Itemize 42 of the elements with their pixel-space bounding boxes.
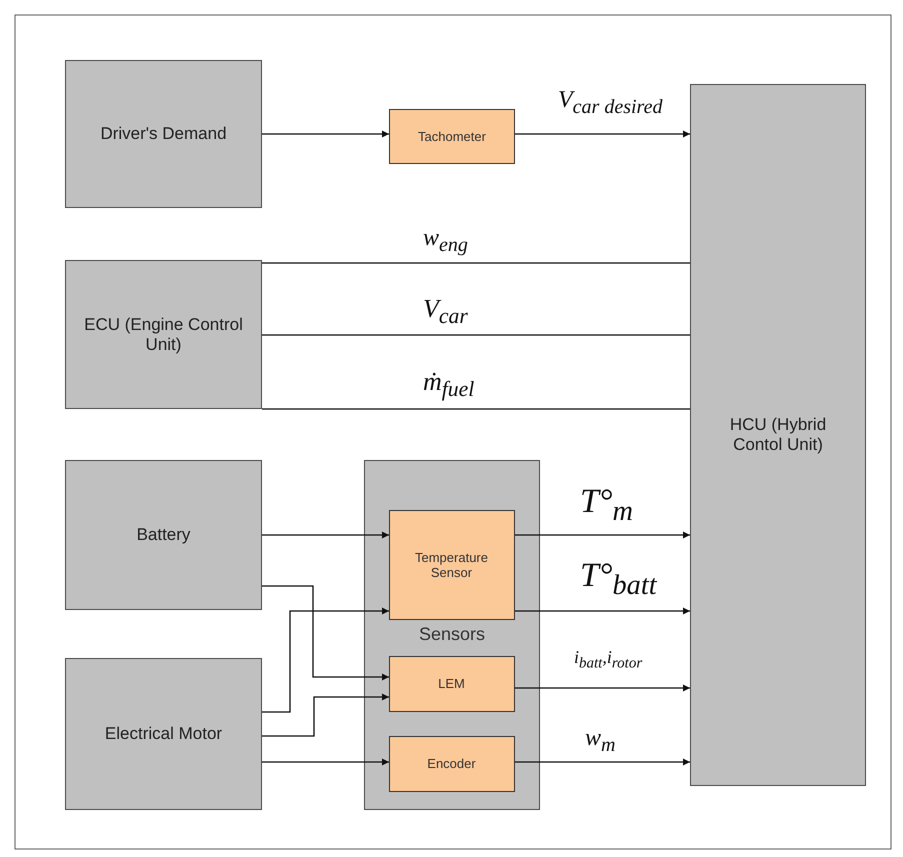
- edge-label: w$_{eng}$: [423, 226, 468, 255]
- connector-line: [262, 408, 690, 410]
- process-box: [690, 84, 866, 786]
- sensor-box: [388, 656, 514, 712]
- arrow: [515, 758, 690, 766]
- node-label: Electrical Motor: [104, 724, 224, 744]
- process-box: [65, 658, 262, 810]
- edge-label: T°$_{batt}$: [580, 559, 657, 600]
- connector-line: [262, 262, 690, 264]
- arrow: [262, 758, 389, 766]
- edge-label: T°$_{m}$: [580, 485, 633, 526]
- arrow: [515, 130, 690, 138]
- arrow: [515, 684, 690, 692]
- arrow: [262, 585, 389, 680]
- node-label: Temperature Sensor: [414, 550, 489, 580]
- node-label: Tachometer: [417, 129, 487, 144]
- node-label: Encoder: [426, 756, 477, 771]
- process-box: [65, 460, 262, 610]
- arrow: [515, 532, 690, 538]
- arrow: [262, 694, 389, 737]
- edge-label: i$_{batt}$,i$_{rotor}$: [574, 648, 642, 672]
- arrow: [262, 608, 389, 713]
- edge-label: V$_{car desired}$: [558, 88, 662, 117]
- connector-line: [262, 334, 690, 336]
- arrow: [262, 130, 389, 138]
- edge-label: V$_{car}$: [423, 296, 468, 328]
- node-label: HCU (Hybrid Contol Unit): [728, 415, 828, 455]
- node-label: Driver's Demand: [99, 124, 228, 144]
- arrow: [262, 532, 389, 538]
- sensor-box: [388, 736, 514, 792]
- node-label: ECU (Engine Control Unit): [83, 314, 244, 354]
- node-label: LEM: [437, 676, 466, 691]
- node-label: Battery: [136, 525, 192, 545]
- process-box: [65, 60, 262, 208]
- sensor-box: [388, 510, 514, 620]
- group-box: [364, 460, 540, 810]
- process-box: [389, 109, 515, 164]
- process-box: [65, 260, 262, 409]
- edge-label: ṁ$_{fuel}$: [423, 369, 474, 401]
- node-label: Sensors: [418, 624, 486, 645]
- edge-label: w$_{m}$: [585, 726, 616, 755]
- arrow: [515, 608, 690, 614]
